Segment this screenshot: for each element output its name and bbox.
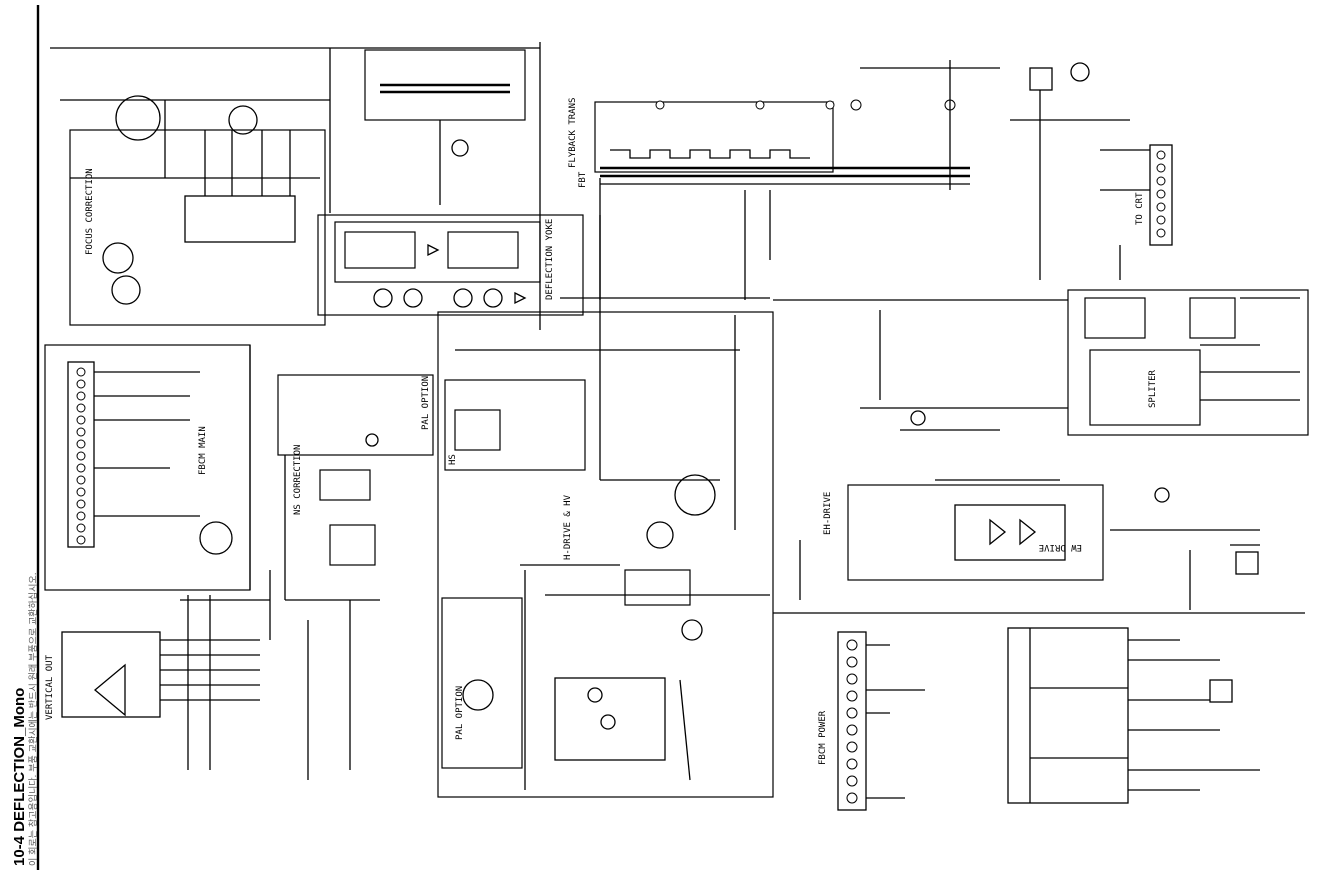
h-drive-label: H-DRIVE & HV [563,494,573,560]
splitter-label: SPLITER [1148,369,1158,408]
ns-correction-section: NS CORRECTION [284,445,380,601]
eh-drive-label: EH-DRIVE [823,492,833,535]
fbcm-power-section: FBCM POWER [818,631,925,811]
fbt-section: FBT FLYBACK TRANS [568,60,1130,190]
vertical-out-ic [61,631,161,718]
vertical-out-label: VERTICAL OUT [45,654,55,720]
ew-drive-label: EW DRIVE [1039,542,1082,552]
fbcm-main-pins [76,367,86,545]
flyback-trans-box [594,101,834,173]
page-title: 10-4 DEFLECTION_Mono [11,688,28,866]
top-transformer-section [330,42,541,330]
ew-drive-ic [954,504,1066,561]
to-crt-connector: TO CRT [1100,144,1173,246]
focus-transistor-1 [115,95,161,141]
to-crt-label: TO CRT [1135,192,1145,225]
bottom-right-ic-section [1007,627,1260,804]
deflection-yoke-label: DEFLECTION YOKE [545,219,555,300]
vertical-out-section: VERTICAL OUT [45,570,271,770]
focus-transistor-3 [102,242,134,274]
fbcm-main-section: FBCM MAIN [44,344,251,591]
flyback-trans-label: FLYBACK TRANS [568,98,578,168]
focus-correction-section: FOCUS CORRECTION [50,47,330,326]
fbcm-main-label: FBCM MAIN [198,426,208,475]
fbt-label: FBT [578,171,588,188]
pal-option-top-label: PAL OPTION [421,376,431,430]
pal-option-bottom-section: PAL OPTION [441,597,666,769]
top-transformer [364,49,526,121]
focus-correction-label: FOCUS CORRECTION [85,168,95,255]
focus-transistor-2 [228,105,258,135]
focus-transistor-4 [111,275,141,305]
page-note: 이 회로는 참고용입니다. 부품 교환시에는 반드시 원래 부품으로 교환하십시… [27,572,39,866]
deflection-yoke-section: DEFLECTION YOKE [317,214,584,316]
ns-correction-label: NS CORRECTION [293,445,303,515]
splitter-section: SPLITER [860,289,1309,436]
pal-option-bottom-label: PAL OPTION [455,686,465,740]
focus-ic [184,195,296,243]
fbcm-power-label: FBCM POWER [818,710,828,765]
pal-option-top-section: PAL OPTION [277,374,434,456]
hs-label: HS [448,454,458,465]
ew-drive-section: EH-DRIVE EW DRIVE [823,410,1260,581]
